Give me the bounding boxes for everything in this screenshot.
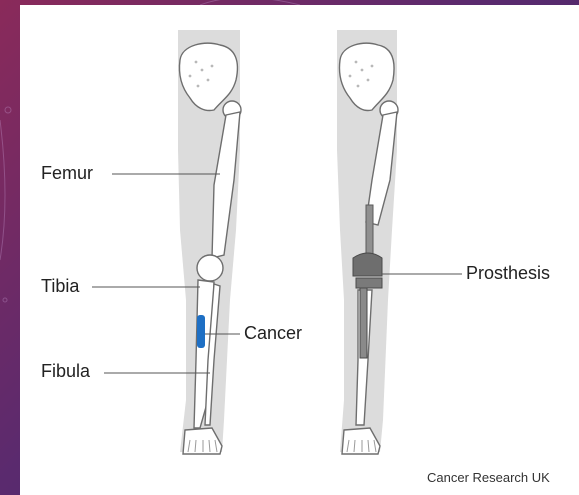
cancer-tumor [197,315,205,348]
left-knee-joint [197,255,223,281]
left-leg-with-cancer [178,30,241,454]
credit-text: Cancer Research UK [427,470,550,485]
fibula-label: Fibula [41,361,90,382]
tibia-label: Tibia [41,276,79,297]
femur-label: Femur [41,163,93,184]
right-leg-with-prosthesis [337,30,398,454]
prosthesis-label: Prosthesis [466,263,550,284]
cancer-label: Cancer [244,323,302,344]
